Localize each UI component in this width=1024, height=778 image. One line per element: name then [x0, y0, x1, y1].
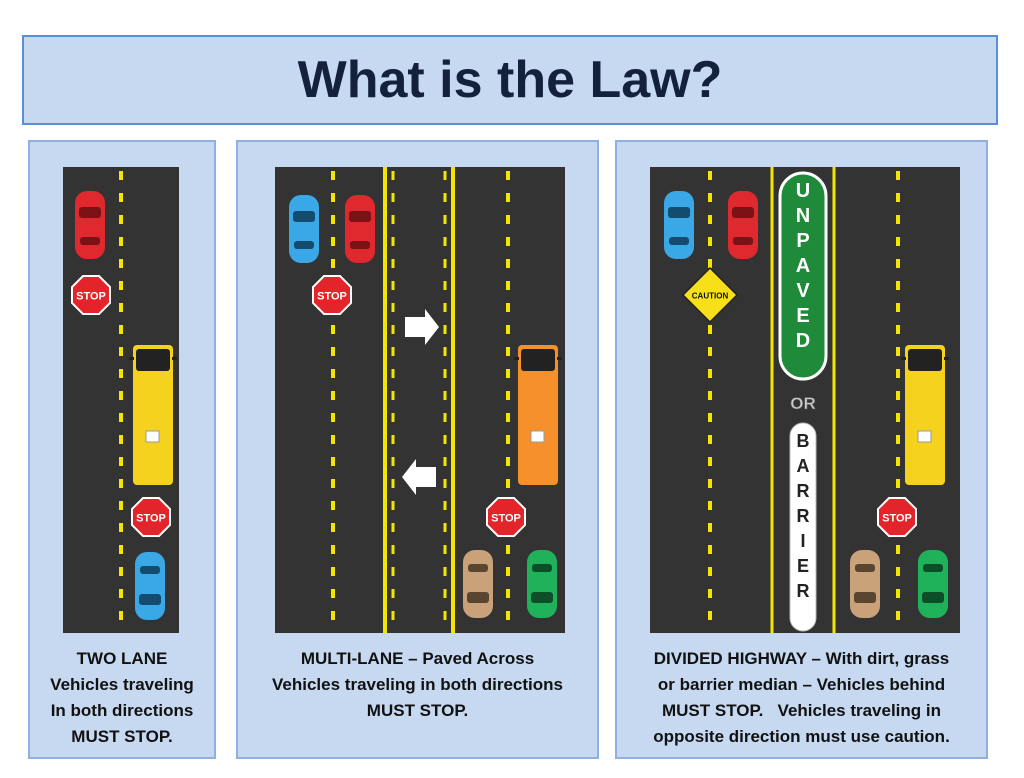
turn-arrow-down-right-icon: [405, 275, 439, 345]
panel-multi-lane: STOP STOP MULTI-LANE – Paved Across: [236, 140, 599, 759]
stop-sign-label: STOP: [317, 291, 347, 303]
school-bus-icon: [514, 345, 562, 485]
red-car-icon: [728, 191, 758, 259]
stop-sign-label: STOP: [76, 291, 106, 303]
caution-sign-icon: CAUTION: [681, 266, 739, 324]
red-car-icon: [75, 191, 105, 259]
stop-sign-label: STOP: [882, 513, 912, 525]
panel-two-lane: STOP STOP TWO LANE Vehicles traveling In…: [28, 140, 216, 759]
blue-car-icon: [289, 195, 319, 263]
green-car-icon: [527, 550, 557, 618]
stop-sign-label: STOP: [491, 513, 521, 525]
stop-sign-icon: STOP: [486, 497, 526, 537]
two-lane-caption: TWO LANE Vehicles traveling In both dire…: [50, 649, 194, 746]
stop-sign-icon: STOP: [71, 275, 111, 315]
caution-sign-label: CAUTION: [692, 292, 729, 301]
school-bus-icon: [901, 345, 949, 485]
title-banner: What is the Law?: [22, 35, 998, 125]
stop-sign-label: STOP: [136, 513, 166, 525]
two-lane-road-scene: STOP STOP: [63, 167, 179, 633]
or-label: OR: [790, 394, 816, 413]
blue-car-icon: [135, 552, 165, 620]
turn-arrow-up-left-icon: [402, 459, 436, 529]
stop-sign-icon: STOP: [877, 497, 917, 537]
unpaved-median: [778, 171, 828, 381]
road-surface: [275, 167, 565, 633]
stop-sign-icon: STOP: [312, 275, 352, 315]
page-title: What is the Law?: [297, 51, 723, 109]
school-bus-icon: [129, 345, 177, 485]
tan-car-icon: [850, 550, 880, 618]
multi-lane-caption: MULTI-LANE – Paved Across Vehicles trave…: [272, 649, 563, 720]
barrier-median: [789, 422, 817, 632]
multi-lane-road-scene: STOP STOP: [275, 167, 565, 633]
tan-car-icon: [463, 550, 493, 618]
red-car-icon: [345, 195, 375, 263]
stop-sign-icon: STOP: [131, 497, 171, 537]
blue-car-icon: [664, 191, 694, 259]
divided-highway-caption: DIVIDED HIGHWAY – With dirt, grass or ba…: [653, 649, 950, 746]
green-car-icon: [918, 550, 948, 618]
